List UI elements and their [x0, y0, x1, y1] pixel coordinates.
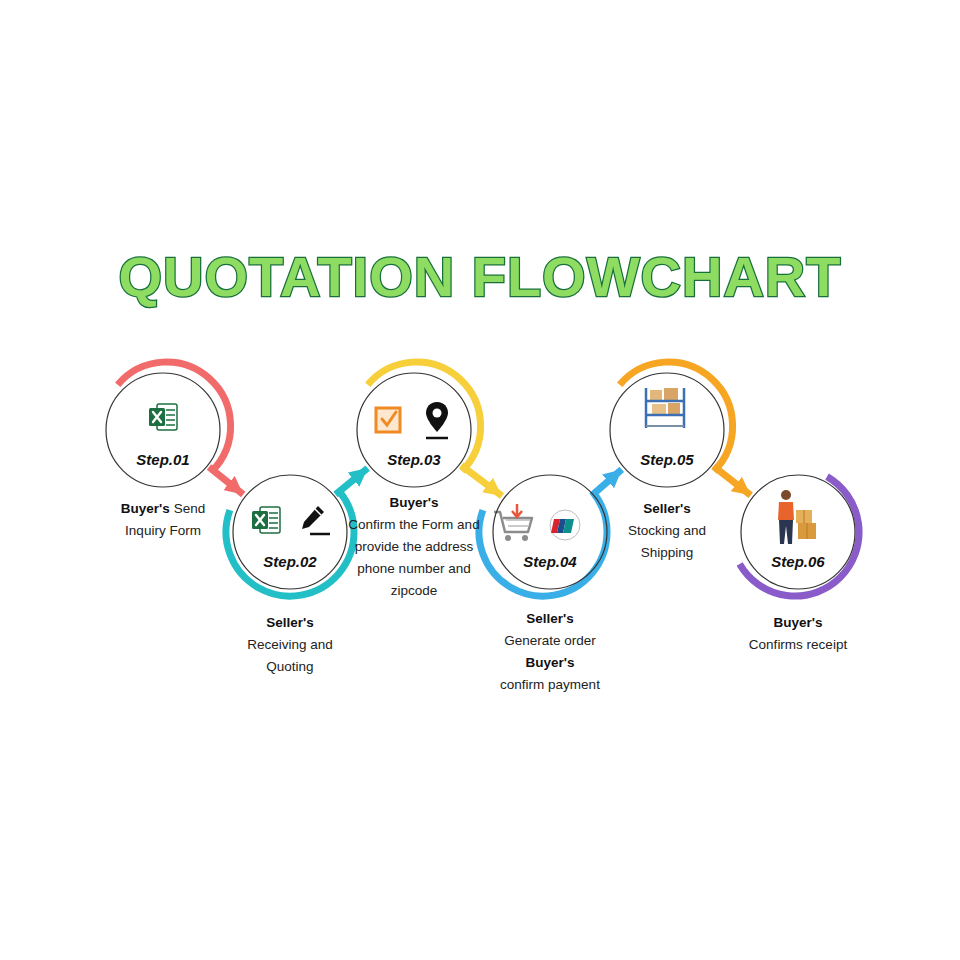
- circle-outline: [232, 474, 348, 590]
- step-circle: Step.05Seller'sStocking and Shipping: [609, 372, 725, 488]
- checkbox-icon: [376, 408, 400, 432]
- ring-arc: [226, 491, 354, 596]
- role-label: Seller's: [485, 608, 615, 630]
- cart-icon: [522, 535, 528, 541]
- delivery-person-icon: [779, 520, 793, 544]
- step-number: Step.06: [740, 553, 856, 570]
- role-label: Buyer's: [738, 612, 858, 634]
- step-number: Step.01: [105, 451, 221, 468]
- circle-outline: [357, 373, 471, 487]
- circle-outline: [610, 373, 724, 487]
- excel-icon: [149, 404, 177, 430]
- warehouse-shelf-icon: [652, 404, 666, 414]
- ring-arc: [479, 491, 607, 596]
- step-description: Stocking and Shipping: [612, 520, 722, 564]
- excel-icon: [252, 507, 280, 533]
- location-pin-icon: [426, 437, 448, 440]
- role-label: Seller's: [230, 612, 350, 634]
- warehouse-shelf-icon: [664, 388, 678, 400]
- circle-outline: [356, 372, 472, 488]
- chart-title: QUOTATION FLOWCHART: [0, 244, 960, 309]
- circle-outline: [233, 475, 347, 589]
- step-circle: Step.04Seller'sGenerate orderBuyer'sconf…: [492, 474, 608, 590]
- unionpay-logo: [563, 519, 574, 533]
- warehouse-shelf-icon: [646, 388, 684, 428]
- circle-outline: [741, 475, 855, 589]
- flow-arrow: [461, 465, 502, 496]
- unionpay-logo: [550, 510, 580, 540]
- warehouse-shelf-icon: [646, 425, 684, 427]
- step-number: Step.02: [232, 553, 348, 570]
- role-label: Buyer's: [348, 492, 480, 514]
- step-number: Step.05: [609, 451, 725, 468]
- delivery-person-icon: [804, 510, 807, 539]
- circle-outline: [493, 475, 607, 589]
- pencil-icon: [315, 509, 321, 515]
- step-description: Confirms receipt: [738, 634, 858, 656]
- step-circle: Step.06Buyer'sConfirms receipt: [740, 474, 856, 590]
- cart-icon: [494, 504, 532, 541]
- step-caption: Seller'sReceiving and Quoting: [230, 612, 350, 678]
- step-description: Receiving and Quoting: [230, 634, 350, 678]
- delivery-person-icon: [778, 490, 816, 544]
- flow-arrow: [594, 469, 621, 493]
- location-pin-icon: [426, 402, 448, 438]
- warehouse-shelf-icon: [650, 390, 662, 400]
- circle-outline: [609, 372, 725, 488]
- pencil-icon: [302, 506, 330, 534]
- step-circle: Step.02Seller'sReceiving and Quoting: [232, 474, 348, 590]
- step-circle: Step.03Buyer'sConfirm the Form and provi…: [356, 372, 472, 488]
- step-number: Step.03: [356, 451, 472, 468]
- circle-outline: [105, 372, 221, 488]
- step-caption: Buyer'sConfirms receipt: [738, 612, 858, 656]
- cart-icon: [512, 504, 522, 517]
- flow-arrow: [714, 466, 751, 495]
- location-pin-icon: [433, 409, 442, 418]
- step-caption: Seller'sGenerate orderBuyer'sconfirm pay…: [485, 608, 615, 696]
- flow-arrow: [336, 468, 368, 494]
- warehouse-shelf-icon: [668, 403, 680, 414]
- checkbox-icon: [376, 408, 400, 432]
- step-caption: Seller'sStocking and Shipping: [612, 498, 722, 564]
- step-number: Step.04: [492, 553, 608, 570]
- delivery-person-icon: [781, 490, 791, 500]
- checkbox-icon: [382, 412, 396, 425]
- pencil-icon: [310, 533, 330, 536]
- circle-outline: [106, 373, 220, 487]
- unionpay-logo: [550, 510, 580, 540]
- delivery-person-icon: [778, 502, 794, 520]
- step-description: Confirm the Form and provide the address…: [348, 514, 480, 602]
- role-label: Buyer's: [121, 501, 170, 516]
- cart-icon: [506, 520, 530, 526]
- location-pin-icon: [426, 402, 448, 432]
- warehouse-shelf-icon: [646, 388, 684, 428]
- step-caption: Buyer'sSend Inquiry Form: [107, 498, 219, 542]
- cart-icon: [505, 535, 511, 541]
- role-label: Seller's: [612, 498, 722, 520]
- circle-outline: [492, 474, 608, 590]
- step-caption: Buyer'sConfirm the Form and provide the …: [348, 492, 480, 602]
- flow-arrow: [209, 467, 243, 494]
- step-description: confirm payment: [485, 674, 615, 696]
- circle-outline: [740, 474, 856, 590]
- step-circle: Step.01Buyer'sSend Inquiry Form: [105, 372, 221, 488]
- cart-icon: [494, 512, 532, 532]
- step-description: Generate order: [485, 630, 615, 652]
- pencil-icon: [302, 506, 324, 529]
- role-label: Buyer's: [485, 652, 615, 674]
